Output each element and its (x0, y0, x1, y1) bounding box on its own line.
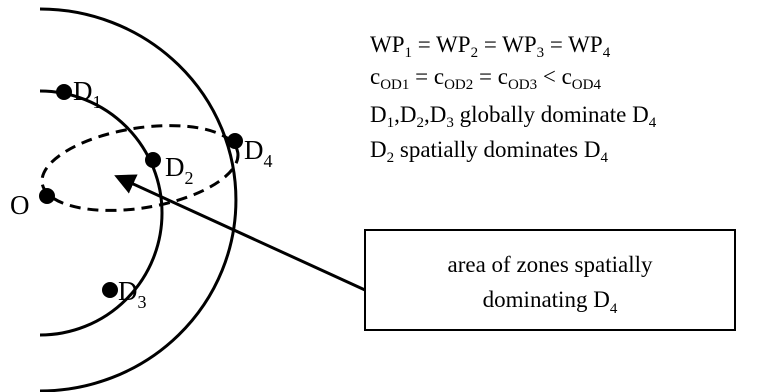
point-O-dot (39, 188, 55, 204)
point-D1-label: D1 (73, 76, 102, 112)
callout-arrow (114, 174, 366, 292)
point-D2-label: D2 (165, 152, 194, 188)
statement-text: = WP (478, 32, 537, 57)
statement-subscript: OD2 (444, 77, 473, 93)
statements-block: WP1 = WP2 = WP3 = WP4 cOD1 = cOD2 = cOD3… (370, 32, 657, 166)
dominance-area-ellipse (40, 124, 240, 212)
statement-subscript: 2 (417, 115, 425, 131)
statement-subscript: 4 (649, 115, 657, 131)
statement-text: = c (409, 64, 444, 89)
point-D3-dot (102, 282, 118, 298)
statement-text: D (370, 137, 387, 162)
statement-text: = WP (544, 32, 603, 57)
statement-text: c (370, 64, 380, 89)
statement-subscript: 4 (600, 150, 608, 166)
statement-subscript: 1 (405, 45, 413, 61)
point-D2-dot (145, 152, 161, 168)
statement-subscript: 2 (387, 150, 395, 166)
point-D3-label: D3 (118, 276, 147, 312)
statement-line-3: D1,D2,D3 globally dominate D4 (370, 102, 657, 131)
point-D4-label: D4 (244, 135, 273, 171)
callout-box (364, 229, 736, 331)
statement-subscript: 4 (603, 45, 611, 61)
outer-circle-arc (39, 7, 238, 392)
statement-subscript: 2 (471, 45, 479, 61)
statement-text: WP (370, 32, 405, 57)
statement-subscript: OD4 (572, 77, 602, 93)
statement-subscript: OD3 (508, 77, 537, 93)
callout-line-2: dominating D4 (483, 287, 618, 317)
statement-text: globally dominate D (454, 102, 649, 127)
statement-text: = WP (412, 32, 471, 57)
statement-subscript: OD1 (380, 77, 409, 93)
statement-subscript: 3 (446, 115, 454, 131)
point-O-label: O (10, 190, 30, 220)
inner-circle-arc (39, 89, 164, 337)
statement-text: ,D (394, 102, 416, 127)
point-D4-dot (227, 133, 243, 149)
statement-line-4: D2 spatially dominates D4 (370, 137, 608, 166)
statement-subscript: 1 (387, 115, 395, 131)
point-D1-dot (56, 84, 72, 100)
statement-text: ,D (424, 102, 446, 127)
callout-line-1: area of zones spatially (448, 252, 653, 277)
statement-line-1: WP1 = WP2 = WP3 = WP4 (370, 32, 611, 61)
statement-text: D (370, 102, 387, 127)
statement-line-2: cOD1 = cOD2 = cOD3 < cOD4 (370, 64, 601, 93)
statement-subscript: 3 (537, 45, 545, 61)
statement-text: < c (537, 64, 572, 89)
statement-text: spatially dominates D (394, 137, 600, 162)
statement-text: = c (473, 64, 508, 89)
